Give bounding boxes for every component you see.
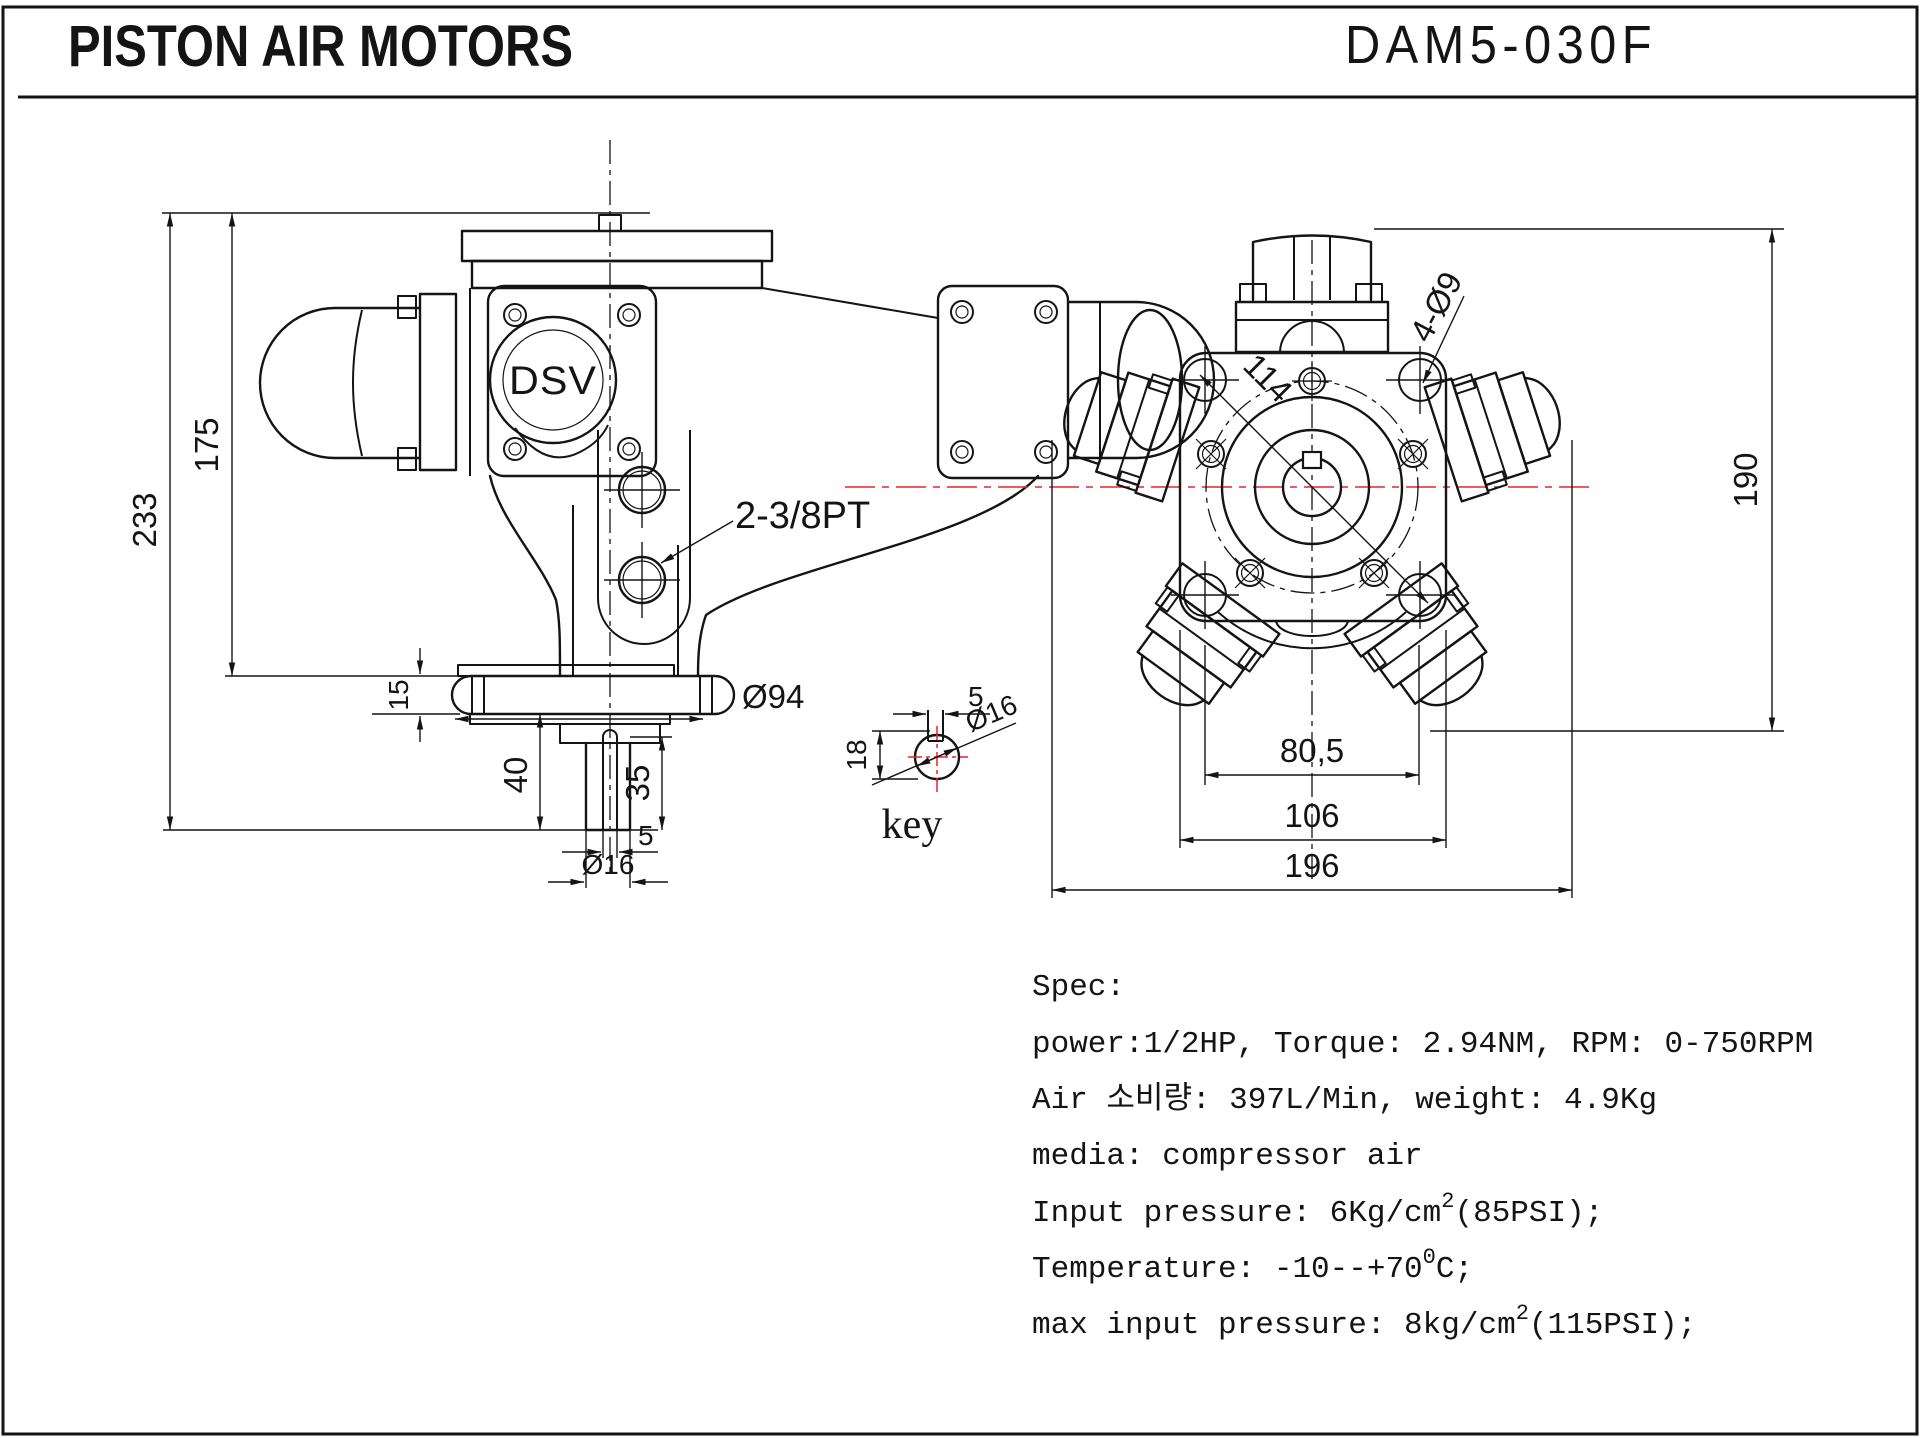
spec-line-max-pressure: max input pressure: 8kg/cm2(115PSI);	[1032, 1301, 1696, 1343]
dim-overall-height: 233	[126, 492, 163, 547]
spec-line-power: power:1/2HP, Torque: 2.94NM, RPM: 0-750R…	[1032, 1027, 1813, 1062]
dim-body-height: 175	[188, 417, 225, 472]
dim-shaft-diameter: Ø16	[582, 849, 635, 880]
spec-line-media: media: compressor air	[1032, 1139, 1423, 1174]
key-detail: 5 Ø16 18 key	[841, 681, 1022, 848]
spec-block: Spec: power:1/2HP, Torque: 2.94NM, RPM: …	[1032, 970, 1813, 1343]
key-caption: key	[882, 802, 943, 848]
dim-keyway-length: 35	[619, 765, 656, 802]
brand-badge: DSV	[509, 359, 597, 403]
dim-keyway-width: 5	[638, 820, 654, 851]
side-view: 233 175 15 40 35 5 Ø16 Ø94 2-3/8PT DSV	[126, 140, 1216, 888]
dim-overall-height-front: 190	[1727, 452, 1764, 507]
page-title: PISTON AIR MOTORS	[68, 14, 573, 79]
dim-flange-width: 106	[1284, 797, 1339, 834]
dim-overall-width: 196	[1284, 847, 1339, 884]
spec-heading: Spec:	[1032, 970, 1125, 1005]
dim-flange-thickness: 15	[383, 679, 414, 710]
spec-line-input-pressure: Input pressure: 6Kg/cm2(85PSI);	[1032, 1189, 1603, 1231]
dim-key-width: 5	[968, 681, 984, 712]
model-number: DAM5-030F	[1345, 15, 1657, 75]
sheet-frame	[1, 5, 1919, 1436]
dim-key-height: 18	[841, 739, 872, 770]
front-view: 114 4-Ø9 190 80,5 106 196	[845, 228, 1784, 898]
dim-bolt-spacing: 80,5	[1280, 732, 1344, 769]
dim-flange-diameter: Ø94	[742, 678, 804, 715]
spec-line-air: Air 소비량: 397L/Min, weight: 4.9Kg	[1032, 1082, 1657, 1118]
port-size-label: 2-3/8PT	[735, 495, 870, 537]
spec-line-temperature: Temperature: -10--+700C;	[1032, 1245, 1473, 1287]
dim-shaft-length: 40	[497, 757, 534, 794]
